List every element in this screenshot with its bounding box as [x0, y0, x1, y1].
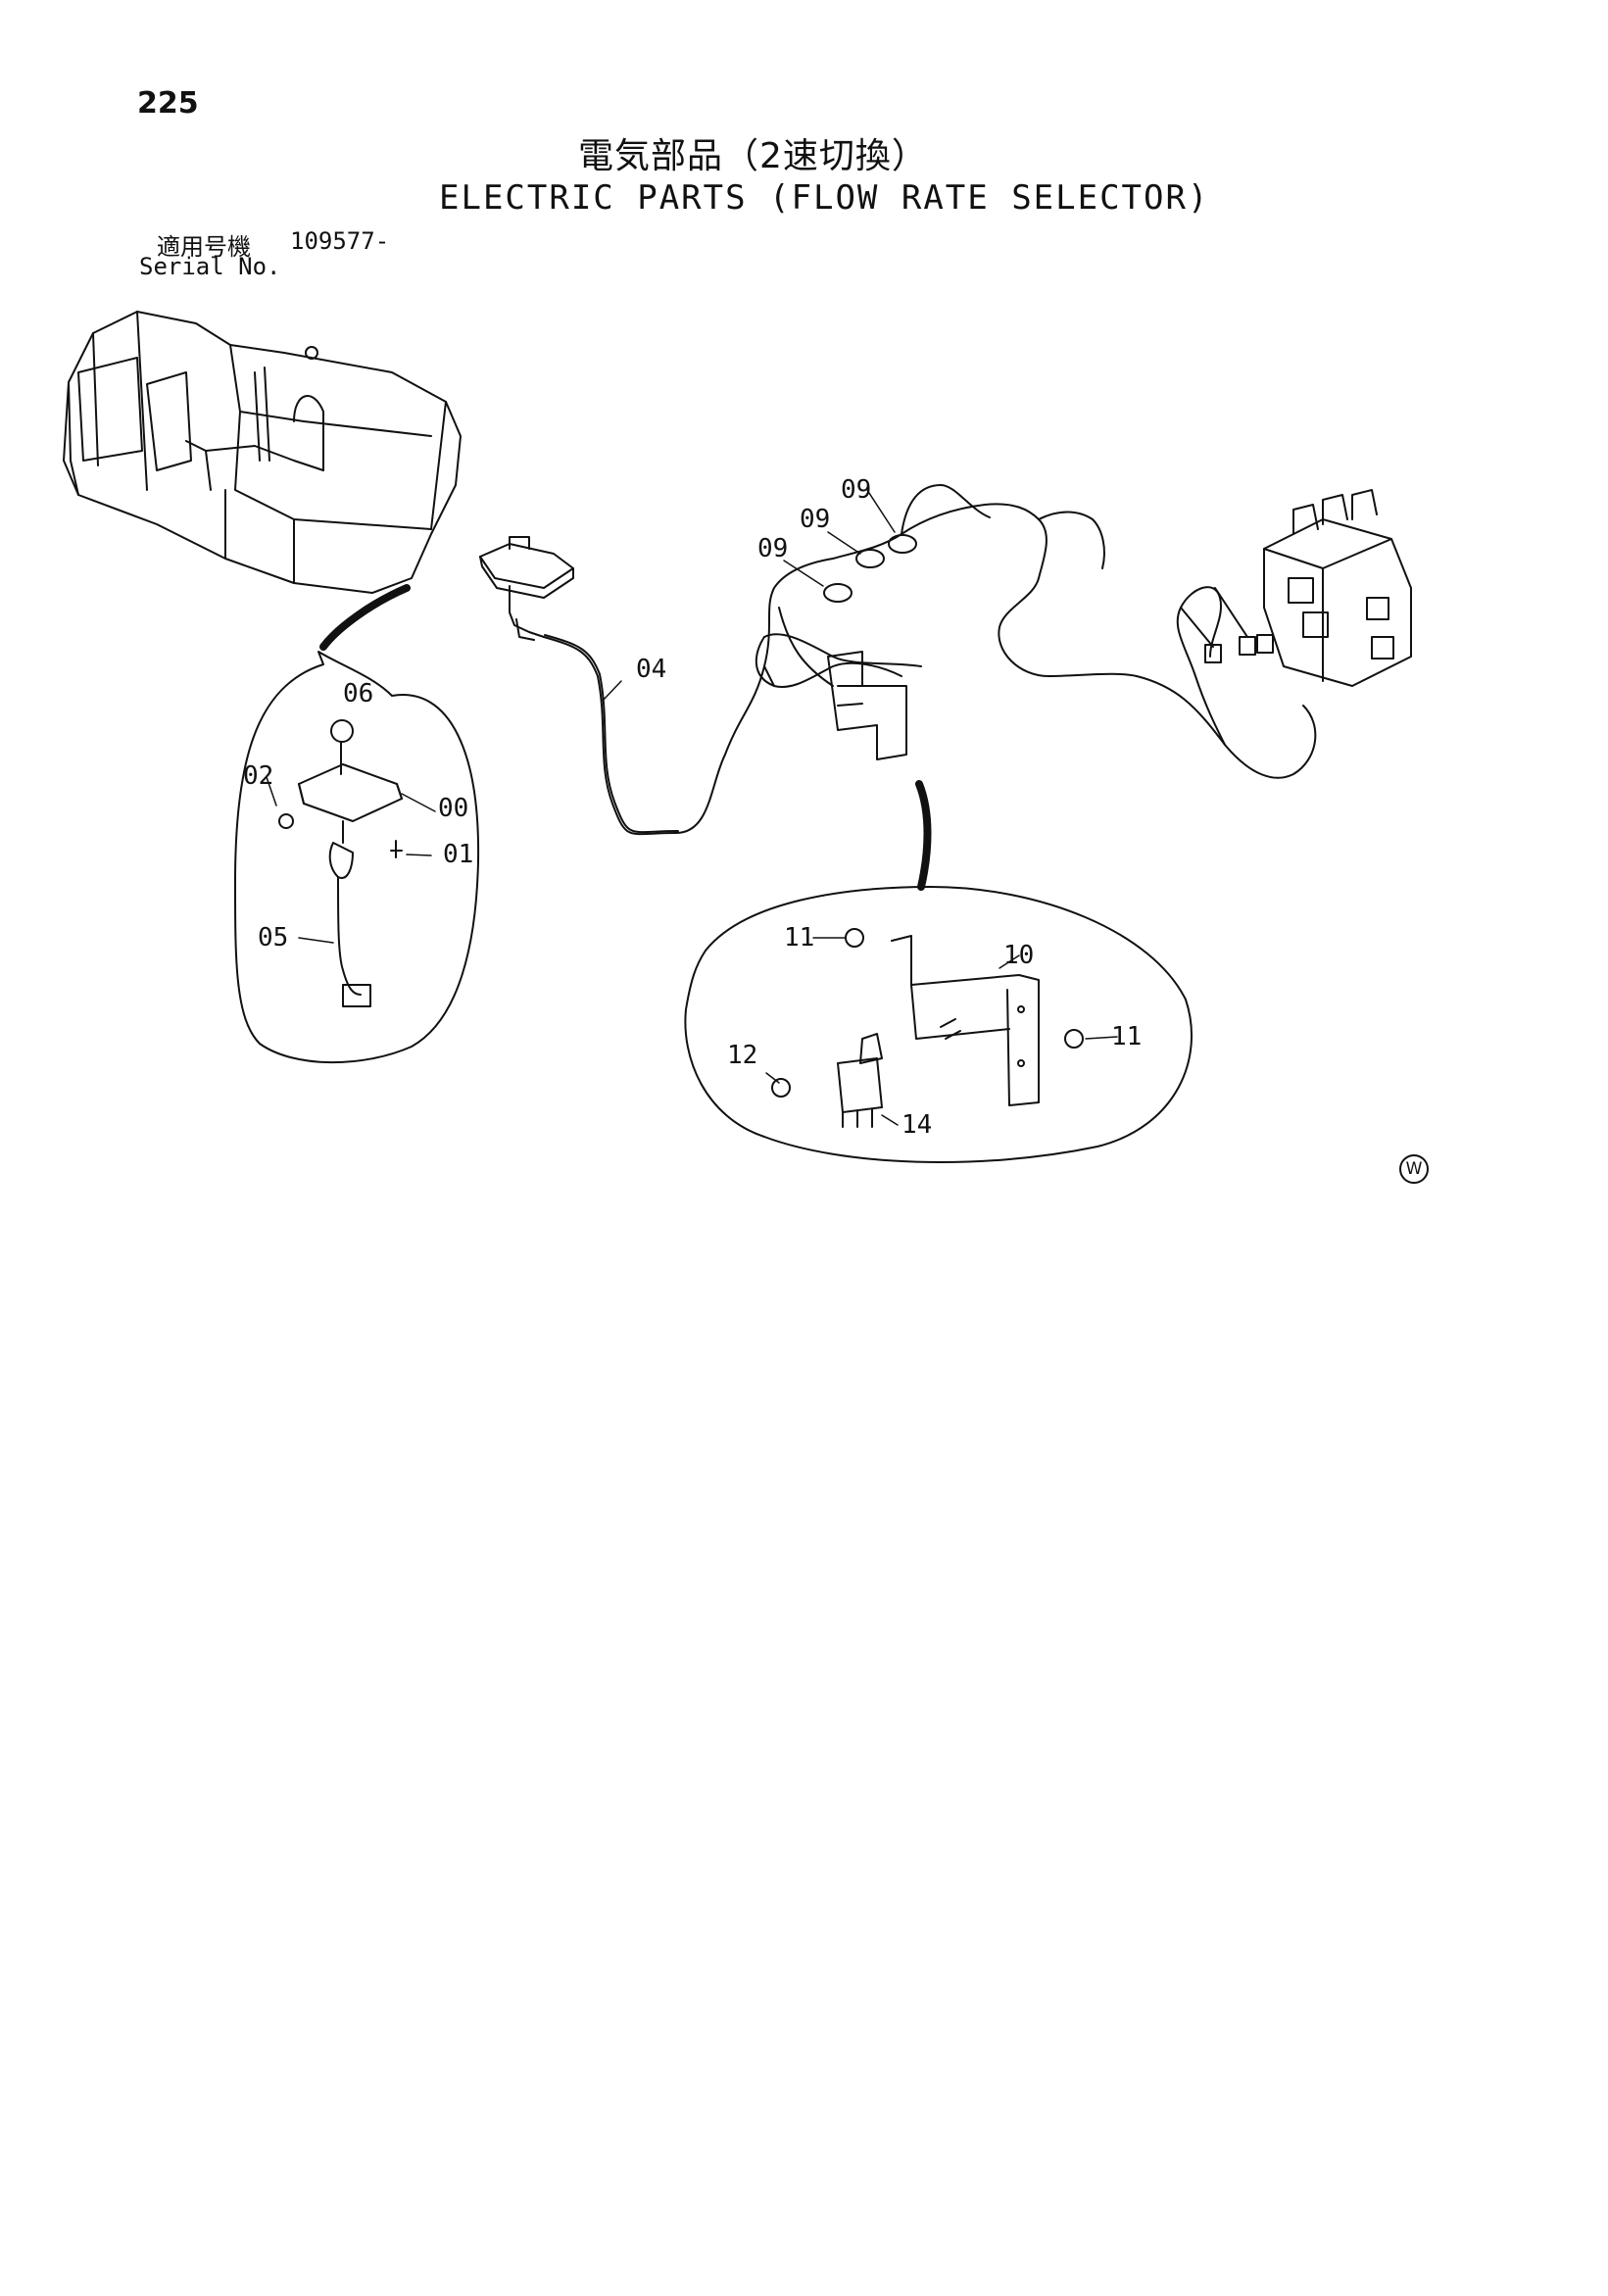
- callout-leaders: [266, 489, 1118, 1126]
- callout-11-top: 11: [784, 923, 815, 953]
- callout-10: 10: [1003, 941, 1035, 970]
- serial-label-japanese: 適用号機: [157, 233, 251, 261]
- switch-detail-bubble: [234, 584, 480, 1064]
- callout-01: 01: [443, 840, 474, 869]
- circled-w-mark: W: [1399, 1154, 1429, 1184]
- control-valve-illustration: [1180, 489, 1412, 687]
- page-number: 225: [137, 86, 199, 121]
- callout-06: 06: [343, 679, 374, 708]
- callout-00: 00: [438, 794, 469, 823]
- callout-09-middle: 09: [800, 505, 831, 534]
- relay-bracket-illustration: [827, 651, 907, 760]
- switch-assembly-illustration: [479, 536, 574, 641]
- bracket-detail-bubble: [684, 780, 1193, 1163]
- serial-label-english: Serial No.: [139, 253, 281, 280]
- serial-number-value: 109577-: [290, 227, 390, 255]
- callout-09-left: 09: [757, 534, 789, 563]
- callout-09-right: 09: [841, 475, 872, 505]
- clamp-09-illustration: [823, 534, 917, 603]
- callout-04: 04: [636, 655, 667, 684]
- excavator-illustration: [63, 311, 462, 594]
- callout-12: 12: [727, 1041, 758, 1070]
- callout-14: 14: [901, 1110, 933, 1140]
- callout-11-right: 11: [1111, 1022, 1143, 1051]
- callout-02: 02: [243, 761, 274, 791]
- callout-05: 05: [258, 923, 289, 953]
- circled-w-letter: W: [1405, 1159, 1423, 1179]
- wire-harness-04: [543, 484, 1317, 836]
- title-japanese: 電気部品（2速切換）: [578, 136, 928, 176]
- title-english: ELECTRIC PARTS (FLOW RATE SELECTOR): [439, 178, 1210, 218]
